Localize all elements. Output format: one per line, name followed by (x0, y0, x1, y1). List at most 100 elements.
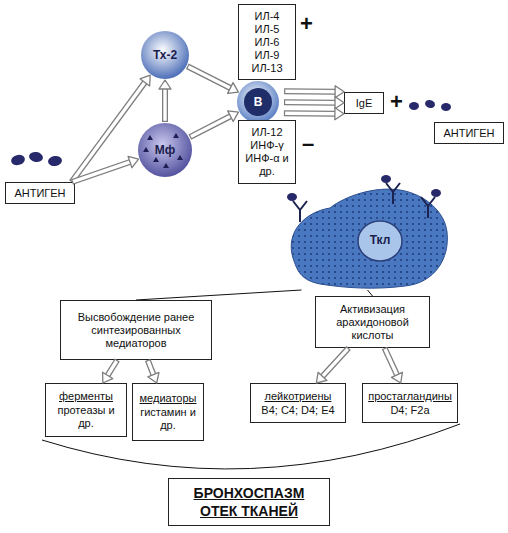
result-box: лейкотриеныB4; C4; D4; E4 (250, 383, 346, 423)
antigen-particle (424, 99, 436, 109)
node-text: Активизация арахидоновой кислоты (319, 303, 426, 342)
antigen-particle (431, 189, 441, 197)
bound-antigens (287, 175, 441, 201)
antibody-symbol (421, 197, 435, 218)
antigen-particle (28, 151, 44, 163)
cell-body (138, 123, 192, 177)
antigen-particle (381, 175, 391, 183)
sign-label: + (390, 90, 403, 114)
arrow-shaft-inner (285, 112, 336, 116)
connector (187, 66, 238, 93)
arrow-head (148, 372, 159, 383)
node-text: медиаторы (140, 392, 197, 405)
arrow-shaft-inner (148, 361, 154, 375)
node-body-text: гистамин и др. (136, 406, 200, 432)
process-box: Активизация арахидоновой кислоты (315, 296, 430, 348)
arrow-head (228, 83, 239, 94)
cell-circle: Мф (136, 122, 194, 178)
arrow-shaft-inner (188, 67, 231, 89)
arrow-head (159, 80, 171, 89)
arrow-shaft (322, 348, 348, 376)
node-body-text: D4; F2a (390, 404, 429, 417)
process-box: Высвобождение ранее синтезированных меди… (60, 300, 212, 360)
arrow-shaft-inner (163, 88, 166, 121)
arrow-shaft (284, 99, 335, 105)
result-box: простагландиныD4; F2a (362, 383, 458, 423)
cell-body (237, 81, 279, 123)
arrow-shaft-inner (322, 349, 348, 377)
antibody-symbol (293, 201, 307, 222)
sign-label: + (300, 12, 313, 36)
arrow-shaft-inner (385, 349, 397, 376)
process-box: IgE (344, 92, 384, 114)
node-text: Тх-2 (153, 49, 177, 62)
antigen-particle (47, 155, 62, 167)
arrow-shaft-inner (73, 162, 131, 182)
node-text: ИЛ-4 ИЛ-5 ИЛ-6 ИЛ-9 ИЛ-13 (245, 10, 289, 75)
node-text: АНТИГЕН (14, 187, 65, 200)
cell-body (291, 189, 447, 288)
result-box: ферментыпротеазы и др. (45, 383, 127, 437)
arrow-shaft-inner (285, 90, 336, 94)
arrow-head (140, 75, 150, 86)
granule (147, 135, 153, 140)
connector (103, 360, 118, 383)
cell-nucleus (244, 88, 272, 116)
connector (368, 290, 373, 296)
arrow-shaft (284, 110, 335, 116)
node-text: АНТИГЕН (443, 127, 494, 140)
node-text: простагландины (368, 390, 452, 403)
process-box: ИЛ-4 ИЛ-5 ИЛ-6 ИЛ-9 ИЛ-13 (238, 4, 296, 80)
arrow-head (316, 372, 327, 383)
ige-receptor (293, 183, 435, 222)
arrow-shaft-inner (72, 82, 145, 181)
node-body-text: протеазы и др. (49, 404, 123, 430)
process-box: АНТИГЕН (5, 182, 75, 204)
antigen-particle (10, 153, 26, 166)
arrow-shaft (190, 116, 231, 137)
arrow-shaft (284, 88, 335, 94)
granule (163, 163, 169, 168)
connector (72, 75, 151, 182)
sign-label: – (302, 132, 314, 156)
node-text: Высвобождение ранее синтезированных меди… (64, 311, 208, 350)
arrow-shaft-inner (285, 101, 336, 105)
connector (148, 360, 159, 383)
connector (284, 86, 344, 120)
node-body-text: B4; C4; D4; E4 (261, 404, 334, 417)
arrow-shaft-inner (107, 361, 116, 376)
arrow-head (335, 97, 344, 109)
connector (190, 111, 239, 137)
node-text: ферменты (59, 390, 113, 403)
outcome-box: БРОНХОСПАЗМ ОТЕК ТКАНЕЙ (168, 478, 330, 526)
arrow-shaft (72, 162, 130, 182)
result-box: медиаторыгистамин и др. (132, 383, 204, 441)
cell-circle: Тх-2 (140, 30, 190, 80)
node-text: IgE (356, 97, 373, 110)
antigen-particle (441, 103, 451, 111)
arrow-head (228, 111, 239, 122)
node-text: БРОНХОСПАЗМ ОТЕК ТКАНЕЙ (175, 484, 323, 520)
connector (316, 348, 348, 383)
granule (143, 147, 149, 152)
arrow-shaft-inner (191, 116, 231, 137)
arrow-shaft (72, 82, 145, 182)
process-box: АНТИГЕН (434, 122, 504, 144)
granule (177, 155, 183, 160)
arrow-shaft (108, 360, 118, 375)
antigen-particle (409, 102, 419, 110)
connector (136, 290, 302, 300)
node-text: Ткл (358, 234, 402, 247)
arrow-head (335, 108, 344, 120)
arrow-head (335, 86, 344, 98)
arrow-shaft (385, 348, 397, 375)
cell-body (141, 31, 189, 79)
arrow-shaft (162, 89, 168, 122)
connector-line (368, 290, 373, 296)
arrow-head (392, 372, 403, 383)
granule (153, 157, 159, 162)
